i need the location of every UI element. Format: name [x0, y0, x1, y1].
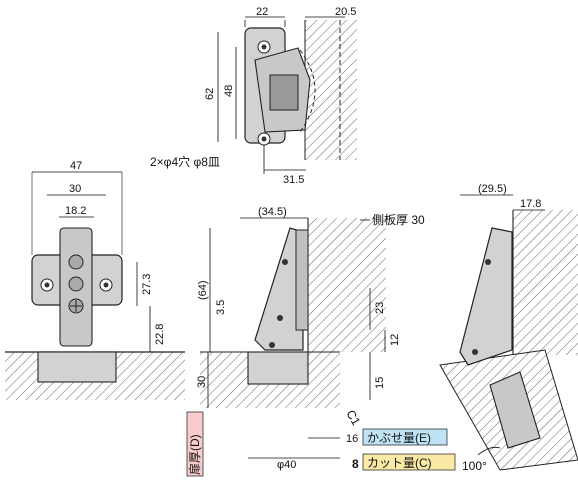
top-dim-31-5: 31.5 [283, 174, 304, 186]
door-thickness-label: 扉厚(D) [188, 434, 202, 475]
overlay-label: かぶせ量(E) [367, 431, 431, 445]
open-angle-100: 100° [462, 459, 487, 473]
open-cup [489, 371, 541, 449]
side-dim-8: 8 [352, 457, 359, 471]
open-dim-17-8: 17.8 [520, 198, 541, 210]
side-dim-64: (64) [197, 280, 209, 300]
side-dim-30: 30 [196, 376, 208, 388]
side-dim-phi40: φ40 [277, 459, 296, 471]
open-hinge-arm [459, 227, 513, 366]
front-dim-18-2: 18.2 [65, 205, 86, 217]
front-view: 47 30 18.2 27.3 22.8 [5, 160, 185, 400]
door-thickness-box [186, 411, 204, 477]
open-dim-29-5: (29.5) [478, 183, 507, 195]
open-view: (29.5) 17.8 100° [439, 183, 578, 473]
top-dim-62: 62 [204, 88, 216, 100]
front-dim-22-8: 22.8 [154, 324, 166, 345]
cut-label-box [362, 453, 456, 471]
side-dim-16: 16 [346, 433, 358, 445]
side-panel-hatch [308, 218, 386, 352]
front-adjust-screw-1 [68, 254, 84, 270]
side-dim-34-5: (34.5) [258, 206, 287, 218]
top-dim-20-5: 20.5 [335, 6, 356, 18]
top-hole-note: 2×φ4穴 φ8皿 [150, 154, 220, 169]
top-dim-22: 22 [256, 6, 268, 18]
front-dim-30: 30 [69, 183, 81, 195]
front-cup [37, 351, 117, 383]
side-cup [247, 351, 309, 385]
top-dim-48: 48 [223, 85, 235, 97]
side-dim-12: 12 [389, 334, 401, 346]
front-dim-27-3: 27.3 [141, 274, 153, 295]
side-chamfer-c1: C1 [343, 408, 363, 429]
side-panel-label: 側板厚 30 [372, 213, 425, 227]
overlay-label-box [362, 428, 448, 446]
side-dim-15: 15 [374, 377, 386, 389]
side-view: (34.5) 側板厚 30 (64) 3.5 23 12 15 30 C1 16… [186, 206, 456, 477]
open-panel-hatch [513, 210, 578, 355]
side-dim-23: 23 [374, 302, 386, 314]
top-view: 22 20.5 62 48 2×φ4穴 φ8皿 31.5 [150, 6, 357, 186]
front-adjust-screw-2 [68, 276, 84, 292]
front-dim-47: 47 [70, 160, 82, 172]
cut-label: カット量(C) [367, 456, 432, 470]
top-wall-hatch [305, 20, 357, 160]
side-dim-3-5: 3.5 [215, 300, 227, 315]
